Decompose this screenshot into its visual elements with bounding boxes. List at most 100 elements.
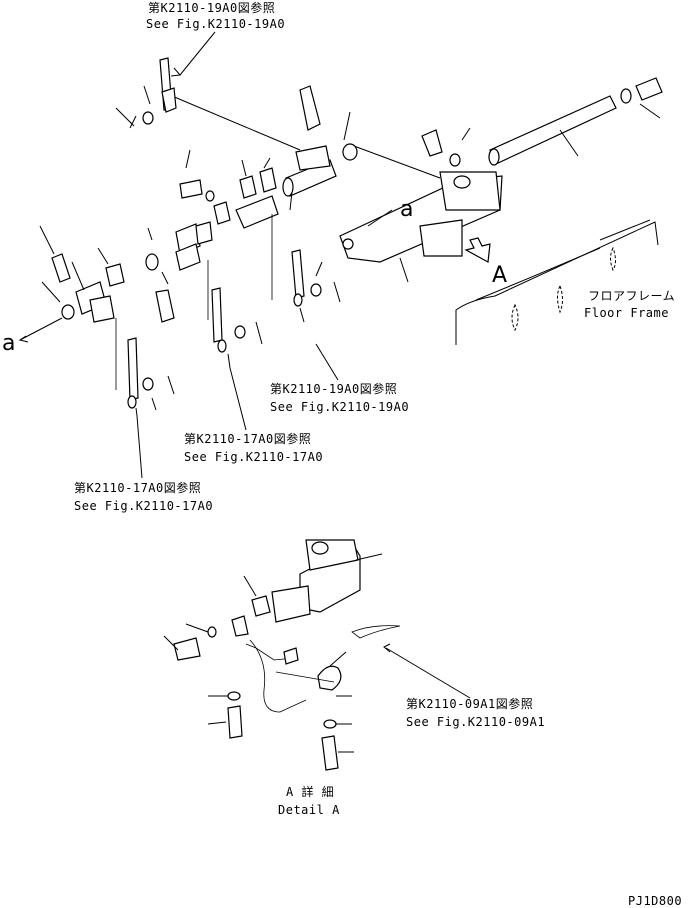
floor-frame-outline bbox=[455, 221, 659, 345]
detail-bushing-leader bbox=[243, 575, 257, 597]
nut-right bbox=[310, 283, 322, 297]
detail-bolt-left bbox=[227, 705, 243, 739]
ref-top-en: See Fig.K2110-19A0 bbox=[146, 17, 285, 31]
arrow-top-ref bbox=[170, 67, 181, 77]
nut-mid bbox=[234, 325, 246, 339]
rod-right bbox=[291, 249, 305, 299]
coupling-mid-b bbox=[195, 221, 213, 245]
leader-top-ref bbox=[179, 31, 216, 76]
nut-top-leader bbox=[143, 85, 151, 105]
low-leaders bbox=[151, 375, 175, 411]
rod-right-eye bbox=[293, 293, 303, 307]
detail-washer-left bbox=[227, 691, 241, 701]
ref-low-jp: 第K2110-17A0図参照 bbox=[74, 480, 201, 495]
ref-low-en: See Fig.K2110-17A0 bbox=[74, 499, 213, 513]
bushing-top bbox=[342, 143, 358, 161]
mark-a-left-line bbox=[19, 317, 63, 341]
detail-washer bbox=[207, 626, 217, 638]
nut-low bbox=[142, 377, 154, 391]
bolt-right bbox=[635, 77, 663, 101]
floor-frame-label-en: Floor Frame bbox=[584, 306, 669, 320]
clevis-top bbox=[161, 87, 177, 113]
bracket-pin-hole bbox=[342, 238, 354, 250]
leader-detail-ref bbox=[385, 647, 471, 699]
pin-top bbox=[115, 107, 137, 129]
detail-bolt-low bbox=[321, 735, 339, 771]
bushing-mid bbox=[145, 253, 159, 271]
bushing-b bbox=[259, 167, 277, 193]
left-leaders bbox=[39, 225, 109, 303]
bushing-c bbox=[213, 201, 231, 225]
fitting-a bbox=[179, 179, 203, 199]
detail-bushing bbox=[251, 595, 271, 617]
frame-leader bbox=[599, 219, 651, 241]
grease-fitting bbox=[299, 85, 321, 131]
rod-leader bbox=[559, 129, 579, 157]
ref-detail-en: See Fig.K2110-09A1 bbox=[406, 715, 545, 729]
fitting-left bbox=[51, 253, 71, 283]
bracket-block bbox=[419, 219, 463, 257]
detail-hole bbox=[311, 541, 329, 555]
cross-rod bbox=[489, 95, 617, 165]
ref-top-jp: 第K2110-19A0図参照 bbox=[148, 0, 275, 15]
shaft-end bbox=[282, 177, 294, 197]
detail-wire-c bbox=[275, 671, 335, 683]
detail-block bbox=[271, 585, 311, 623]
detail-wire bbox=[249, 639, 307, 713]
grease-fitting-mid bbox=[155, 289, 175, 323]
rod-mid-eye bbox=[217, 339, 227, 353]
clevis-mid bbox=[175, 243, 201, 271]
washer-right bbox=[620, 88, 632, 104]
detail-bracket-leader bbox=[355, 553, 383, 561]
nut-right-leader bbox=[315, 261, 323, 277]
bushing-a bbox=[239, 175, 257, 199]
bolt-center bbox=[421, 129, 443, 157]
detail-title-en: Detail A bbox=[278, 803, 340, 817]
bushing-left-b bbox=[105, 263, 125, 287]
mark-a-right: a bbox=[400, 197, 413, 222]
frame-hole-3 bbox=[511, 303, 519, 332]
washer-a bbox=[205, 190, 215, 202]
detail-cable-end bbox=[351, 625, 401, 639]
arrow-detail-ref bbox=[383, 643, 391, 653]
nut-top bbox=[142, 111, 154, 125]
detail-bolt-leaders bbox=[163, 623, 209, 651]
rod-end bbox=[488, 148, 500, 166]
cable-to-bracket bbox=[353, 145, 441, 179]
leader-low-ref bbox=[136, 415, 143, 479]
leader-mid2-ref bbox=[229, 367, 247, 431]
right-rod-leaders bbox=[299, 281, 341, 323]
mid-rod-leaders bbox=[227, 321, 263, 369]
washer-center-leader bbox=[461, 127, 471, 141]
floor-frame-edge bbox=[475, 247, 601, 301]
detail-low-leaders bbox=[336, 695, 354, 753]
rod-low-eye bbox=[127, 395, 137, 409]
low-arrow bbox=[135, 407, 138, 417]
ref-mid1-en: See Fig.K2110-19A0 bbox=[270, 400, 409, 414]
ref-detail-jp: 第K2110-09A1図参照 bbox=[406, 696, 533, 711]
detail-clamp-leader bbox=[329, 651, 347, 667]
cable-upper bbox=[171, 95, 301, 151]
mid-leaders bbox=[147, 227, 169, 285]
ref-mid2-en: See Fig.K2110-17A0 bbox=[184, 450, 323, 464]
clevis-left bbox=[89, 295, 115, 323]
bracket-hole bbox=[453, 175, 471, 189]
drawing-code: PJ1D800 bbox=[628, 894, 682, 908]
detail-clamp bbox=[317, 665, 342, 691]
frame-hole-1 bbox=[610, 246, 616, 272]
detail-bolt bbox=[173, 637, 201, 661]
shaft-tab bbox=[289, 191, 293, 211]
detail-title-jp: A 詳 細 bbox=[286, 784, 334, 799]
floor-frame-label-jp: フロアフレーム bbox=[588, 289, 675, 303]
bushing-left bbox=[61, 304, 75, 320]
bracket-arrow-line bbox=[367, 209, 393, 227]
detail-left-leaders bbox=[207, 695, 228, 725]
bracket-leader bbox=[399, 257, 409, 283]
washer-center bbox=[449, 153, 461, 167]
ref-mid1-jp: 第K2110-19A0図参照 bbox=[270, 381, 397, 396]
mark-a-left: a bbox=[2, 331, 15, 356]
shaft-clamp bbox=[295, 145, 331, 171]
mark-a-left-arrow bbox=[18, 335, 29, 343]
ref-mid2-jp: 第K2110-17A0図参照 bbox=[184, 431, 311, 446]
